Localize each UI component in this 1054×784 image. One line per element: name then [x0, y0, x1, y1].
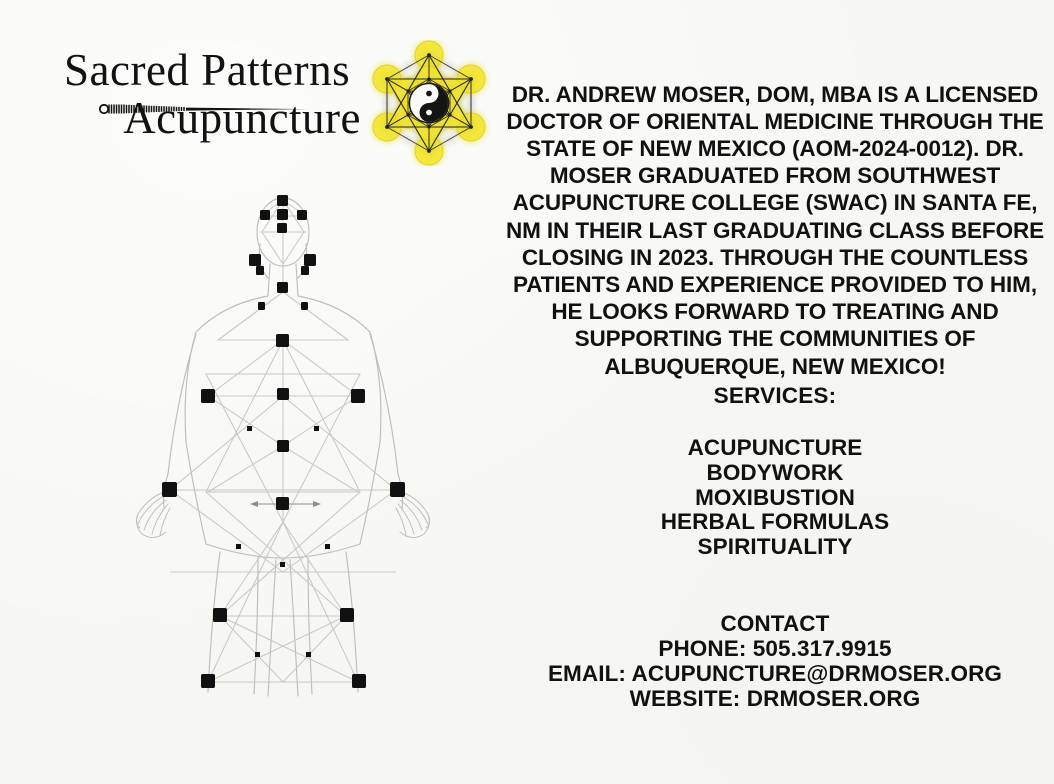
acupuncture-meridian-body-diagram: [108, 192, 458, 704]
services-list: ACUPUNCTURE BODYWORK MOXIBUSTION HERBAL …: [504, 435, 1046, 560]
metatrons-cube-icon: [366, 40, 492, 166]
list-item: BODYWORK: [706, 459, 844, 485]
brand-name-line1: Sacred Patterns: [64, 45, 351, 95]
contact-phone[interactable]: PHONE: 505.317.9915: [658, 636, 892, 661]
contact-block: CONTACT PHONE: 505.317.9915 EMAIL: ACUPU…: [504, 611, 1046, 711]
practitioner-bio: DR. ANDREW MOSER, DOM, MBA IS A LICENSED…: [505, 81, 1045, 379]
list-item: ACUPUNCTURE: [687, 435, 863, 460]
contact-heading: CONTACT: [720, 611, 830, 636]
yin-yang-icon: [408, 82, 450, 124]
list-item: MOXIBUSTION: [695, 484, 855, 510]
right-column: DR. ANDREW MOSER, DOM, MBA IS A LICENSED…: [496, 0, 1054, 784]
acupuncture-needle-icon: [98, 100, 308, 118]
list-item: HERBAL FORMULAS: [660, 509, 890, 535]
contact-website[interactable]: WEBSITE: DRMOSER.ORG: [629, 686, 921, 711]
left-column: Sacred Patterns Acupuncture: [0, 0, 496, 784]
list-item: SPIRITUALITY: [697, 534, 853, 560]
contact-email[interactable]: EMAIL: ACUPUNCTURE@DRMOSER.ORG: [547, 661, 1003, 686]
services-heading: SERVICES:: [713, 383, 837, 408]
